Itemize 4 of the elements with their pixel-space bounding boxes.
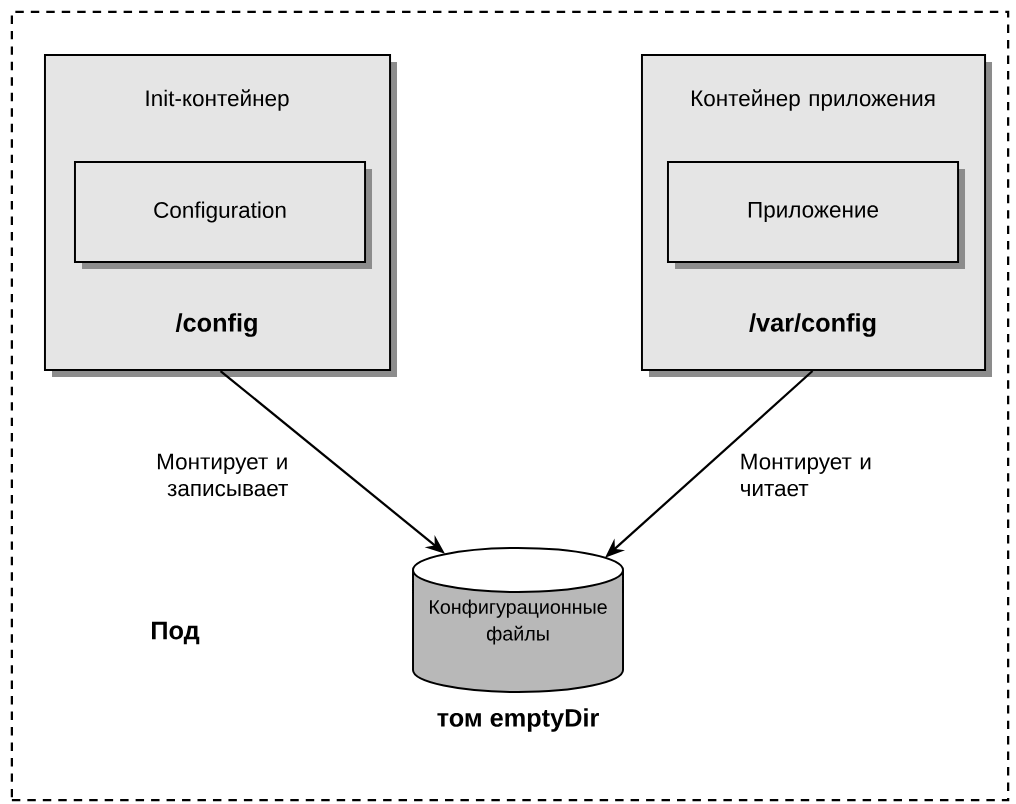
- edge-label: Монтирует и записывает: [157, 453, 288, 497]
- volume-caption: том emptyDir: [437, 708, 599, 732]
- edge-label: Монтирует и читает: [741, 453, 871, 497]
- pod-label: Под: [152, 621, 200, 645]
